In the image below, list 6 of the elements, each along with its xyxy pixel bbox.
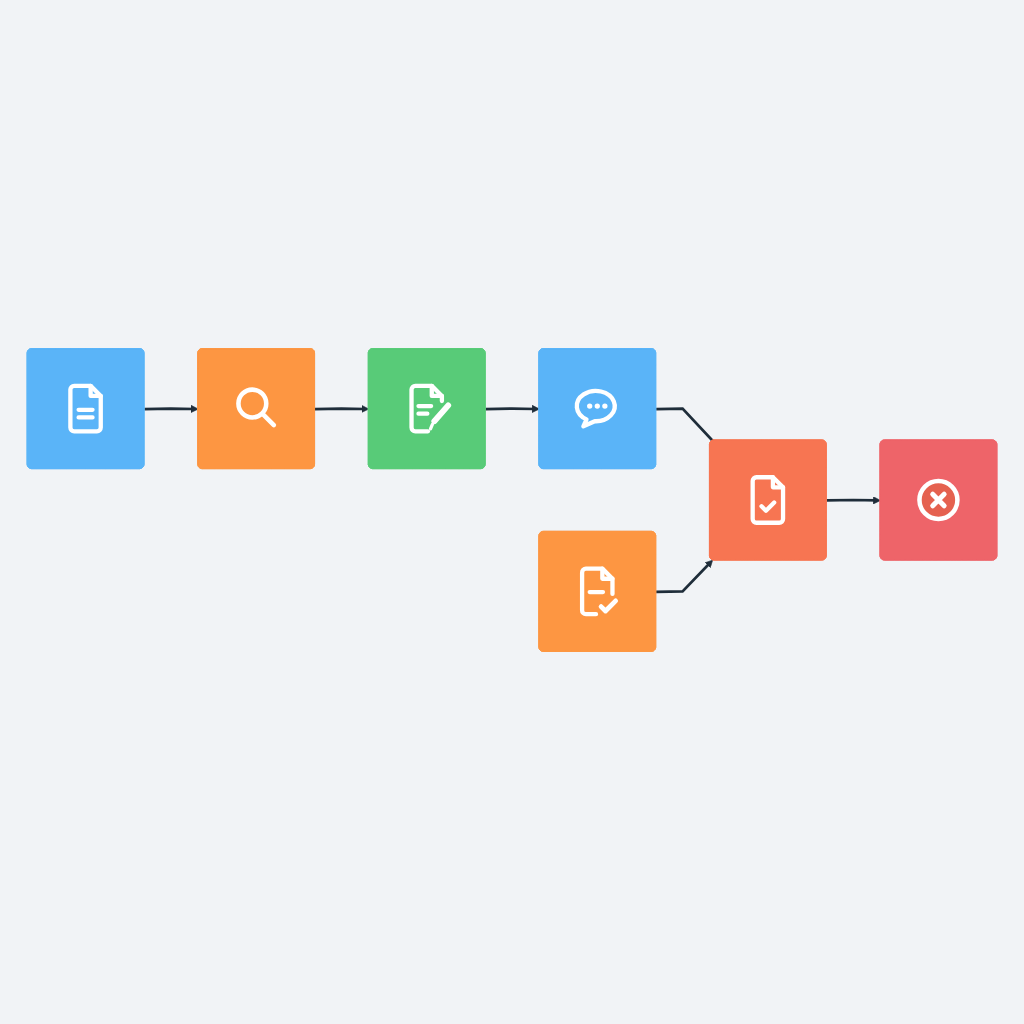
arrow <box>826 496 881 505</box>
arrow <box>144 405 199 413</box>
arrow <box>485 405 540 413</box>
arrow <box>314 405 370 413</box>
connector <box>656 407 714 442</box>
arrow <box>656 559 713 594</box>
